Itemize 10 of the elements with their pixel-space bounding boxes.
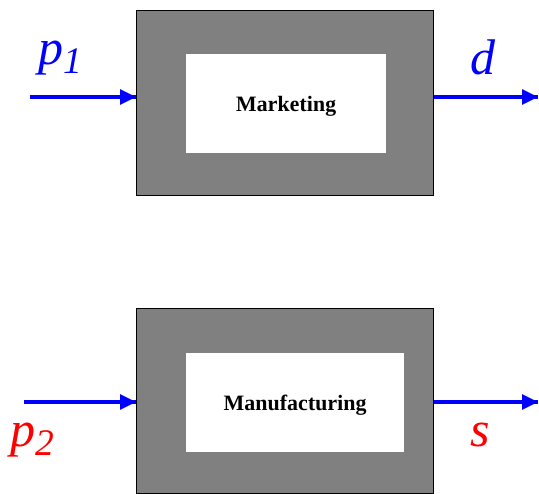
arrow (434, 394, 538, 410)
arrow (24, 394, 136, 410)
process-box: Marketing (186, 54, 386, 153)
outer-box (136, 308, 434, 494)
process-box: Manufacturing (186, 353, 404, 452)
edge-label: s (470, 404, 490, 454)
outer-box (136, 10, 434, 196)
arrow (30, 89, 136, 105)
arrow (434, 89, 538, 105)
edge-label: d (470, 32, 495, 82)
